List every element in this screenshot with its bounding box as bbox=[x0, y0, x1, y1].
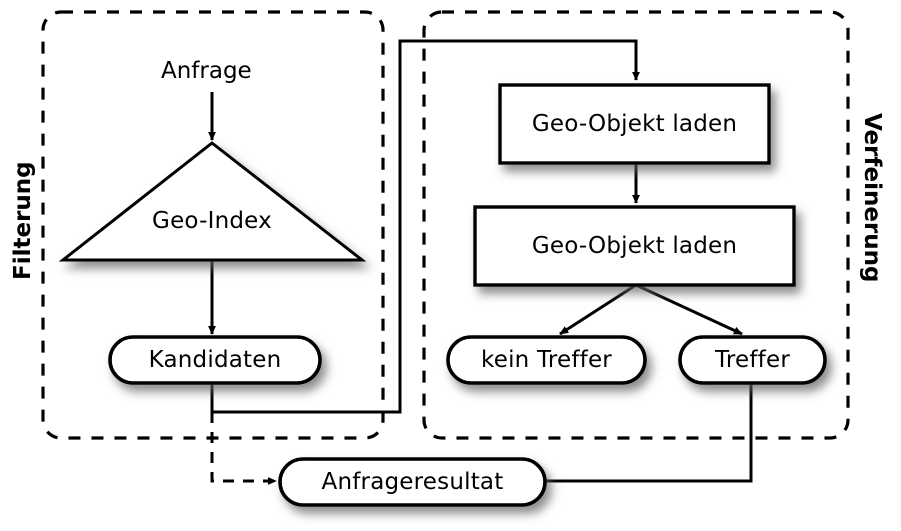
edge-kandidaten-to-geo-objekt-laden-1 bbox=[210, 39, 640, 414]
node-geo-index-shape[interactable] bbox=[58, 141, 367, 262]
node-anfrage-label: Anfrage bbox=[161, 58, 252, 84]
edge-geo-objekt-laden-2-to-treffer bbox=[635, 283, 743, 336]
group-verfeinerung-border bbox=[422, 10, 850, 440]
node-geo-objekt-laden-1-shape[interactable] bbox=[498, 83, 771, 165]
edge-geo-objekt-laden-2-to-kein-treffer bbox=[559, 283, 637, 336]
node-kandidaten-shape[interactable] bbox=[108, 335, 322, 385]
node-treffer-shape[interactable] bbox=[678, 335, 827, 385]
edge-kandidaten-to-anfrageresultat-dashed bbox=[210, 412, 277, 485]
group-verfeinerung-label: Verfeinerung bbox=[859, 113, 885, 283]
node-anfrageresultat-shape[interactable] bbox=[278, 457, 547, 507]
edge-treffer-to-anfrageresultat bbox=[545, 383, 753, 483]
node-kein-treffer-shape[interactable] bbox=[446, 335, 647, 385]
node-geo-objekt-laden-2-shape[interactable] bbox=[473, 205, 796, 287]
group-filterung-label: Filterung bbox=[10, 161, 36, 280]
